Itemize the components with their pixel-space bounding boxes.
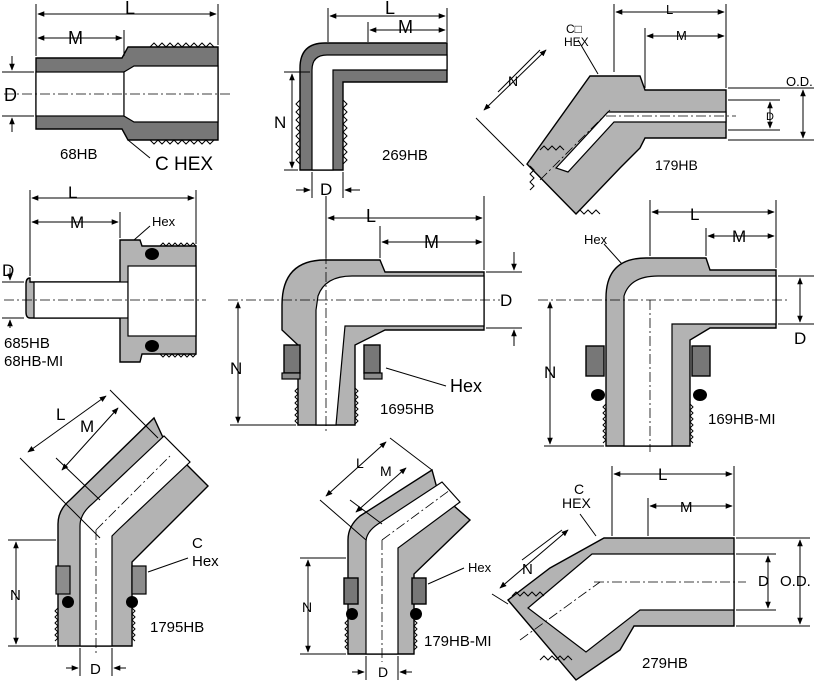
- label-l: L: [666, 2, 673, 17]
- label-m: M: [68, 28, 83, 48]
- fitting-bore: [365, 481, 461, 655]
- label-m: M: [398, 17, 413, 37]
- label-d: D: [794, 329, 806, 348]
- label-m: M: [380, 463, 392, 479]
- label-l: L: [125, 0, 135, 18]
- figure-269hb: L M N D 269HB: [274, 0, 448, 199]
- label-l: L: [385, 0, 395, 18]
- lock-nut: [585, 345, 605, 377]
- thread-marks: [529, 145, 601, 215]
- figure-title: 1695HB: [380, 401, 434, 418]
- label-hex-word: HEX: [564, 35, 589, 49]
- label-l: L: [690, 205, 699, 224]
- o-ring: [62, 596, 74, 608]
- thread-marks: [511, 591, 573, 661]
- label-hex: Hex: [584, 232, 608, 247]
- label-hex-c: C: [574, 481, 584, 497]
- figure-title: 179HB: [655, 157, 698, 173]
- label-m: M: [680, 499, 693, 516]
- label-n: N: [544, 363, 556, 382]
- label-l: L: [68, 183, 77, 202]
- figure-68hb: L M D C HEX 68HB: [2, 0, 232, 175]
- lock-nut: [343, 577, 359, 605]
- fitting-bore: [315, 275, 485, 426]
- label-m: M: [424, 232, 439, 252]
- o-ring: [591, 389, 605, 401]
- label-hex-word: HEX: [562, 495, 591, 511]
- figure-title-2: 68HB-MI: [4, 353, 63, 370]
- label-hex-c: C□: [566, 22, 582, 36]
- label-d: D: [90, 661, 101, 678]
- fitting-bore: [623, 275, 777, 447]
- label-d: D: [2, 261, 14, 280]
- o-ring: [346, 608, 358, 620]
- figure-1695hb: L M D N Hex 1695HB: [228, 196, 522, 432]
- figure-169hb-mi: L M D N Hex 169HB-MI: [538, 200, 814, 452]
- figure-title: 68HB: [60, 146, 98, 163]
- figure-title: 1795HB: [150, 619, 204, 636]
- dim-n: [483, 49, 547, 111]
- centerline: [539, 109, 611, 181]
- centerline: [519, 581, 601, 641]
- dim-n: [499, 529, 569, 589]
- thread-marks: [54, 607, 136, 642]
- label-l: L: [658, 465, 667, 484]
- thread-marks: [344, 619, 418, 651]
- label-m: M: [676, 28, 687, 43]
- label-l: L: [366, 206, 376, 226]
- figure-179hb-mi: L M N D Hex 179HB-MI: [300, 437, 492, 680]
- lock-nut: [283, 344, 301, 374]
- fitting-bore: [311, 54, 448, 171]
- label-d: D: [500, 291, 512, 310]
- label-n: N: [302, 599, 312, 615]
- label-hex: C HEX: [155, 154, 213, 175]
- label-hex: Hex: [152, 214, 176, 229]
- thread-marks: [149, 42, 215, 145]
- label-n: N: [274, 113, 286, 132]
- figure-title: 685HB: [4, 335, 50, 352]
- label-hex: Hex: [468, 560, 492, 575]
- label-n: N: [230, 359, 242, 378]
- label-od: O.D.: [786, 74, 813, 89]
- dim-m: [355, 467, 407, 513]
- lock-nut: [55, 565, 71, 595]
- label-hex: Hex: [450, 376, 482, 396]
- thread-marks: [159, 242, 197, 358]
- label-m: M: [732, 227, 746, 246]
- figure-279hb: L M N D O.D. C HEX 279HB: [491, 465, 811, 681]
- label-od: O.D.: [780, 573, 811, 590]
- label-l: L: [356, 455, 364, 471]
- figure-1795hb: L M N D C Hex 1795HB: [8, 389, 219, 678]
- label-d: D: [766, 111, 774, 123]
- label-m: M: [70, 213, 84, 232]
- thread-marks: [294, 387, 359, 425]
- fitting-body: [299, 42, 448, 171]
- fitting-body: [526, 75, 727, 216]
- label-n: N: [508, 73, 518, 89]
- dim-l: [27, 395, 107, 453]
- label-d: D: [4, 85, 17, 105]
- figure-179hb: L M N D O.D. C□ HEX 179HB: [475, 2, 814, 216]
- figure-title: 269HB: [382, 147, 428, 164]
- figure-title: 179HB-MI: [424, 633, 492, 650]
- figure-title: 279HB: [642, 655, 688, 672]
- thread-marks: [602, 403, 694, 444]
- label-hex-word: Hex: [192, 553, 219, 570]
- label-n: N: [10, 587, 21, 604]
- o-ring: [145, 248, 159, 260]
- label-m: M: [80, 417, 94, 436]
- thread-marks: [295, 99, 348, 165]
- label-d: D: [378, 664, 388, 680]
- label-d: D: [758, 573, 769, 590]
- label-d: D: [320, 180, 332, 199]
- dim-m: [61, 407, 119, 471]
- fitting-bore: [527, 553, 735, 653]
- figure-title: 169HB-MI: [708, 411, 776, 428]
- label-l: L: [56, 405, 65, 424]
- fitting-bore: [79, 435, 191, 647]
- label-n: N: [522, 561, 533, 578]
- figure-685hb: L M D Hex 685HB 68HB-MI: [2, 183, 206, 370]
- label-hex-c: C: [192, 535, 203, 552]
